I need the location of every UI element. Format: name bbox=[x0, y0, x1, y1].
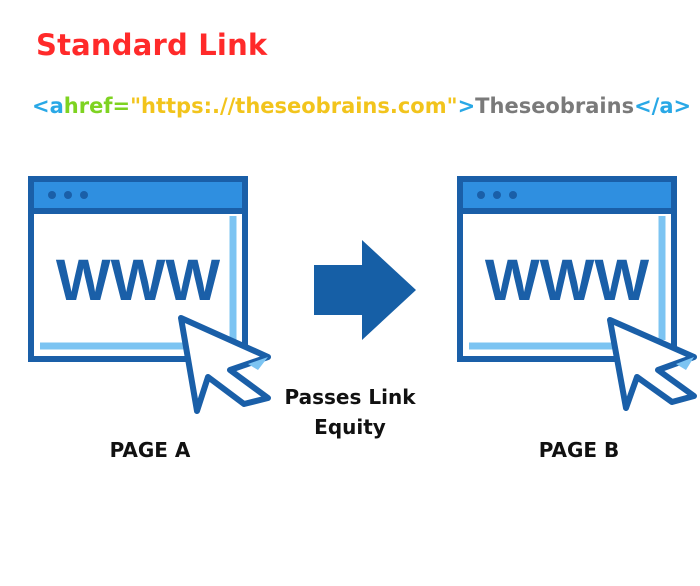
passes-link-equity-label: Passes Link Equity bbox=[270, 382, 430, 442]
code-end-tag: </a> bbox=[634, 94, 692, 118]
code-href-attr: href= bbox=[63, 94, 131, 118]
page-a-cursor-pointer-icon bbox=[178, 315, 271, 414]
page-b-browser-window-icon: WWW bbox=[457, 176, 677, 362]
code-close-bracket: > bbox=[457, 94, 476, 118]
page-a-www-text: WWW bbox=[56, 248, 220, 313]
passes-label-line2: Equity bbox=[314, 415, 386, 439]
html-link-code: <ahref="https:.//theseobrains.com">These… bbox=[32, 94, 691, 118]
code-href-value: "https:.//theseobrains.com" bbox=[130, 94, 458, 118]
page-a-label: PAGE A bbox=[109, 438, 191, 462]
right-arrow-icon bbox=[314, 240, 416, 340]
passes-label-line1: Passes Link bbox=[284, 385, 416, 409]
page-b-label: PAGE B bbox=[538, 438, 620, 462]
code-link-text: Theseobrains bbox=[475, 94, 635, 118]
page-b-www-text: WWW bbox=[485, 248, 649, 313]
code-open-tag: <a bbox=[32, 94, 64, 118]
page-b-cursor-pointer-icon bbox=[607, 317, 697, 411]
diagram-title: Standard Link bbox=[36, 28, 268, 62]
page-a-browser-window-icon: WWW bbox=[28, 176, 248, 362]
